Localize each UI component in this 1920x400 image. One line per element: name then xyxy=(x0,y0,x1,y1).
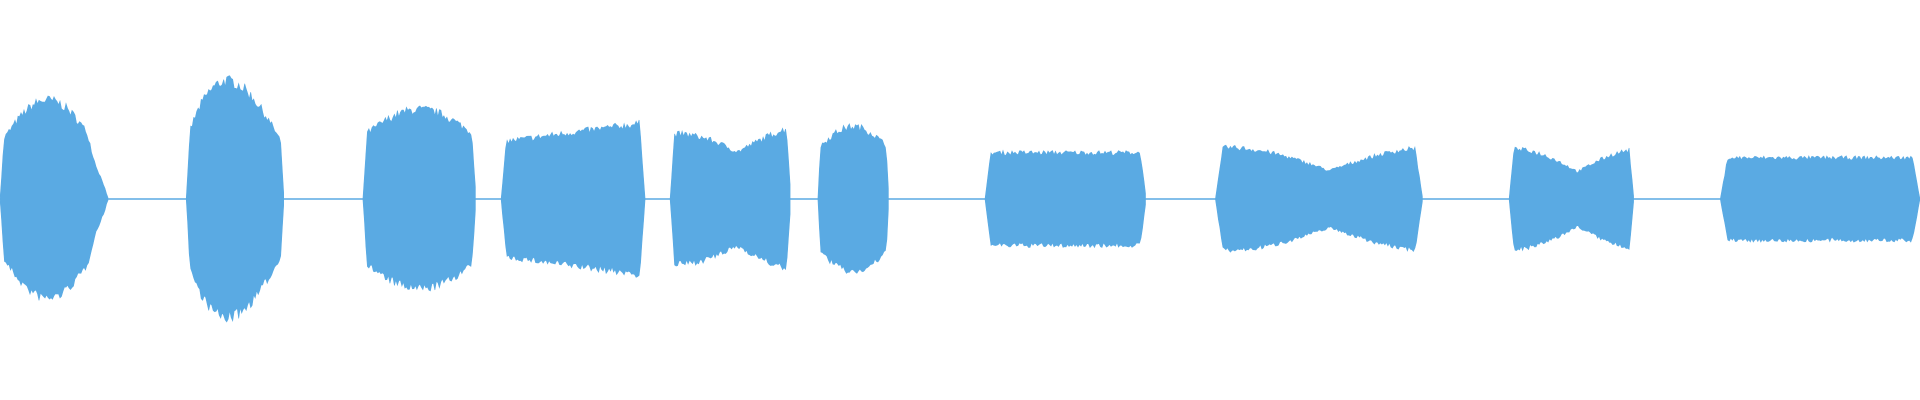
waveform-segment-4 xyxy=(500,119,646,278)
waveform-segment-6 xyxy=(817,123,889,274)
waveform-segment-5 xyxy=(669,127,791,271)
waveform-segment-7 xyxy=(984,149,1146,249)
waveform-segment-10 xyxy=(1719,155,1920,243)
waveform-segment-2 xyxy=(185,75,284,323)
waveform-segment-9 xyxy=(1508,146,1634,252)
waveform-segment-8 xyxy=(1215,144,1423,253)
waveform-segment-3 xyxy=(362,105,476,292)
waveform-segment-1 xyxy=(0,95,109,301)
waveform-segments xyxy=(0,75,1920,323)
